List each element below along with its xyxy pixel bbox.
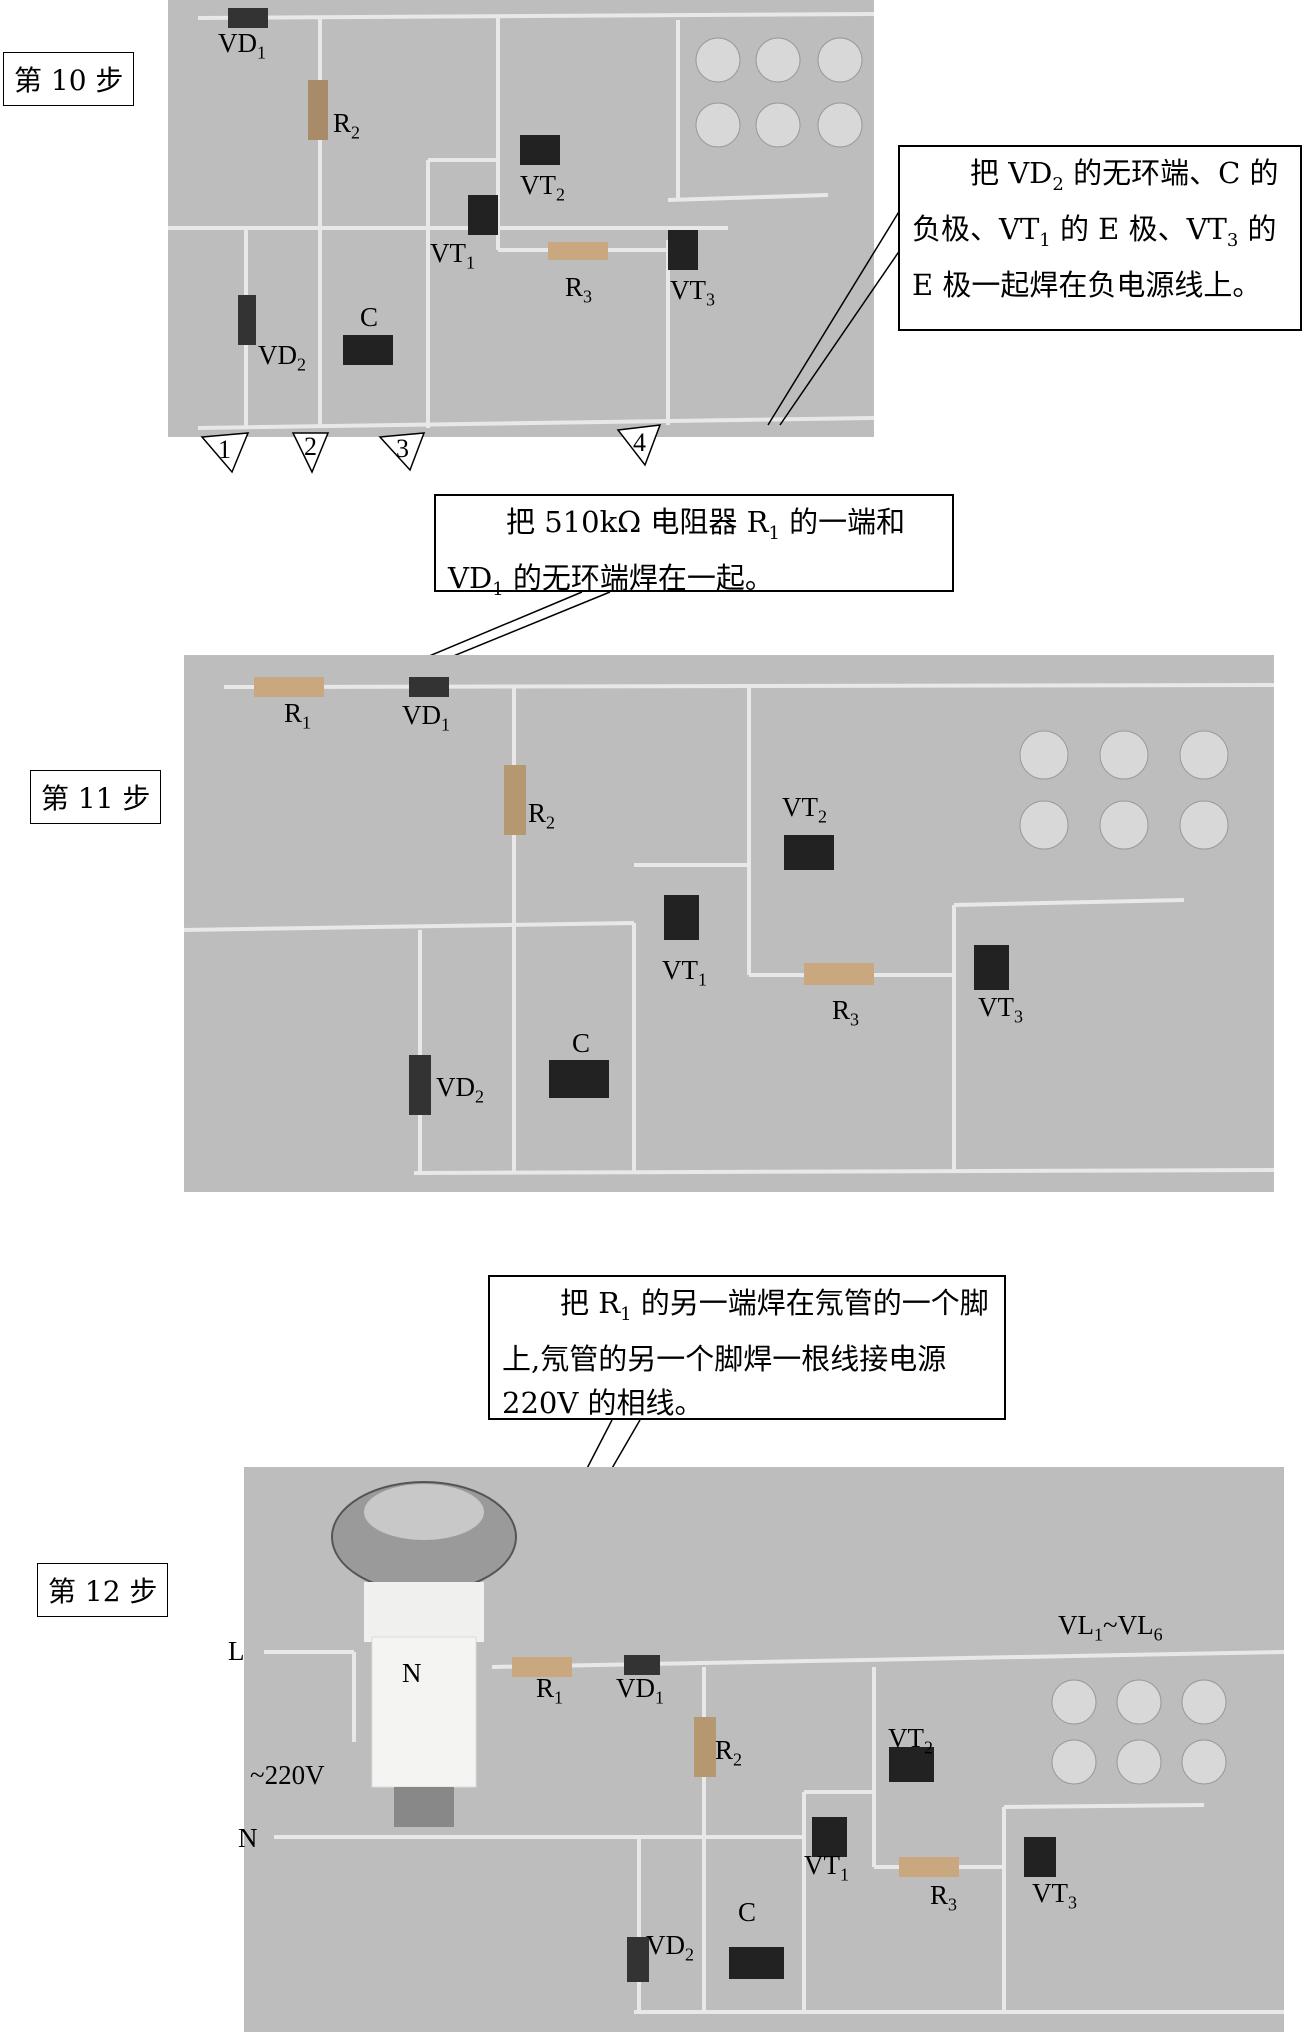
step10-photo <box>168 0 874 437</box>
step10-marker-3: 3 <box>396 434 409 463</box>
step12-l-label: L <box>228 1636 245 1666</box>
step11-note: 把 510kΩ 电阻器 R1 的一端和 VD1 的无环端焊在一起。 <box>434 494 954 600</box>
step11-r3-label: R3 <box>832 995 860 1030</box>
step12-circuit <box>264 1481 1284 2014</box>
step11-photo <box>184 655 1274 1192</box>
step11-circuit <box>184 677 1274 1175</box>
step12-label: 第 12 步 <box>37 1563 169 1617</box>
step12-r2-label: R2 <box>715 1735 743 1770</box>
step12-voltage-label: ~220V <box>250 1760 325 1790</box>
step10-vd2-label: VD2 <box>258 340 306 375</box>
step10-note: 把 VD2 的无环端、C 的负极、VT1 的 E 极、VT3 的 E 极一起焊在… <box>898 145 1302 331</box>
step12-vt2-label: VT2 <box>888 1723 933 1758</box>
step12-r3-label: R3 <box>930 1880 958 1915</box>
step10-r2-label: R2 <box>333 108 361 143</box>
step12-vt3-label: VT3 <box>1032 1878 1077 1913</box>
step10-marker-4: 4 <box>633 428 646 457</box>
step11-vd2-label: VD2 <box>436 1072 484 1107</box>
step12-note: 把 R1 的另一端焊在氖管的一个脚上,氖管的另一个脚焊一根线接电源 220V 的… <box>488 1275 1006 1420</box>
step10-vt2-label: VT2 <box>520 170 565 205</box>
step10-c-label: C <box>360 302 379 332</box>
step10-r3-label: R3 <box>565 272 593 307</box>
step12-n-label: N <box>238 1823 258 1853</box>
step12-vt1-label: VT1 <box>804 1850 849 1885</box>
step10-vt3-label: VT3 <box>670 275 715 310</box>
step12-c-label: C <box>738 1897 757 1927</box>
step11-vt2-label: VT2 <box>782 792 827 827</box>
step11-c-label: C <box>572 1028 591 1058</box>
step10-vt1-label: VT1 <box>430 238 475 273</box>
step12-r1-label: R1 <box>536 1673 564 1708</box>
step12-photo <box>244 1467 1284 2032</box>
step10-marker-2: 2 <box>304 432 317 461</box>
step10-circuit <box>168 8 874 430</box>
step10-marker-1: 1 <box>218 435 231 464</box>
step12-vd2-label: VD2 <box>646 1930 694 1965</box>
step10-label: 第 10 步 <box>3 52 135 106</box>
step11-vt1-label: VT1 <box>662 955 707 990</box>
step12-neon-label: N <box>402 1658 422 1688</box>
step11-r1-label: R1 <box>284 698 312 733</box>
step11-label: 第 11 步 <box>30 770 162 824</box>
step12-vd1-label: VD1 <box>616 1673 664 1708</box>
step12-leds-label: VL1~VL6 <box>1058 1610 1163 1645</box>
step11-vd1-label: VD1 <box>402 700 450 735</box>
step11-r2-label: R2 <box>528 798 556 833</box>
step10-vd1-label: VD1 <box>218 28 266 63</box>
step11-vt3-label: VT3 <box>978 992 1023 1027</box>
